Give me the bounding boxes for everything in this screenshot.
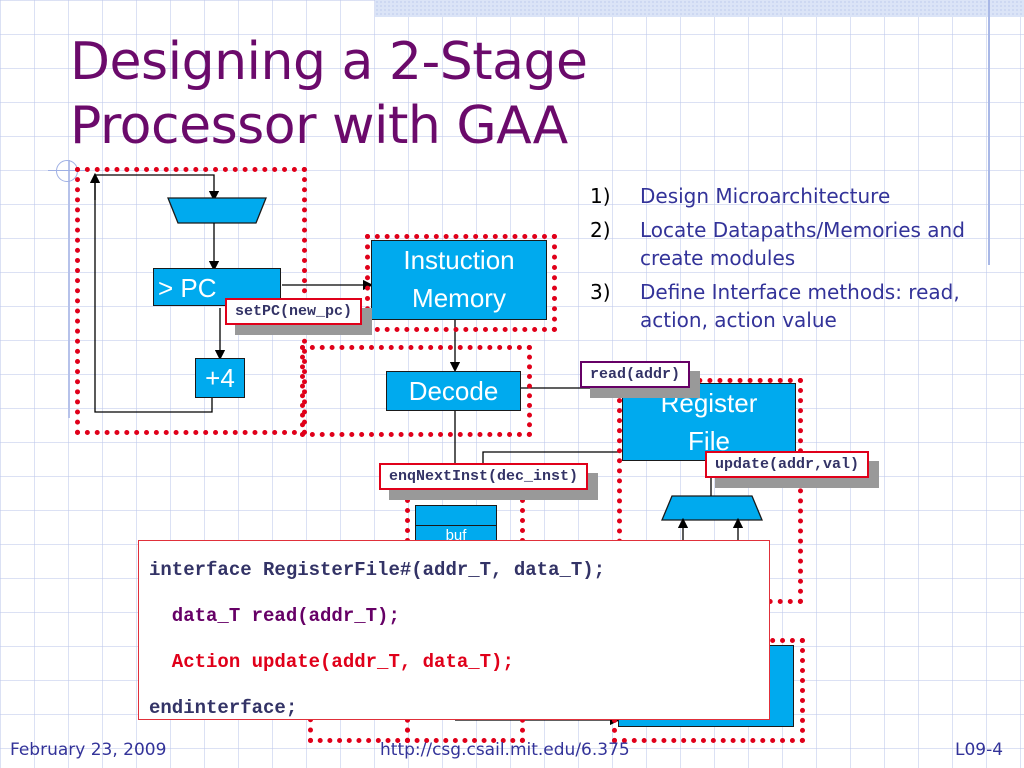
step-number: 3) <box>590 280 611 304</box>
method-update: update(addr,val) <box>705 451 870 478</box>
method-enq-next-inst: enqNextInst(dec_inst) <box>379 463 589 490</box>
method-enq-text: enqNextInst(dec_inst) <box>389 468 579 485</box>
step-item: 2) Locate Datapaths/Memories and create … <box>590 216 1010 272</box>
plus4-label: +4 <box>205 363 235 393</box>
footer-slide-id: L09-4 <box>955 740 1004 760</box>
wire-pc-loop <box>94 174 220 413</box>
module-decode <box>300 345 532 437</box>
method-update-text: update(addr,val) <box>715 456 860 473</box>
right-guide-line <box>988 0 990 265</box>
plus4-block: +4 <box>195 358 245 398</box>
pc-block: > PC <box>153 268 281 306</box>
title-line-1: Designing a 2-Stage <box>70 32 588 92</box>
interface-code-box: interface RegisterFile#(addr_T, data_T);… <box>138 540 770 720</box>
buf-label: buf <box>445 527 467 544</box>
step-item: 3) Define Interface methods: read, actio… <box>590 278 1010 334</box>
writeback-mux <box>661 495 763 521</box>
step-number: 2) <box>590 218 611 242</box>
header-band <box>375 0 1024 17</box>
code-line-interface: interface RegisterFile#(addr_T, data_T); <box>149 559 606 581</box>
title-line-2: Processor with GAA <box>70 96 568 156</box>
imem-label-1: Instuction <box>403 245 515 275</box>
footer-date: February 23, 2009 <box>10 740 167 760</box>
module-imem <box>365 234 557 332</box>
decode-label: Decode <box>408 376 499 406</box>
footer-url[interactable]: http://csg.csail.mit.edu/6.375 <box>380 740 630 760</box>
step-text: Define Interface methods: read, action, … <box>640 280 960 332</box>
code-line-read: data_T read(addr_T); <box>149 605 400 627</box>
regfile-label-1: Register <box>660 388 758 418</box>
register-file-block: Register File <box>622 383 796 461</box>
imem-label-2: Memory <box>412 283 506 313</box>
code-line-update: Action update(addr_T, data_T); <box>149 651 514 673</box>
decode-block: Decode <box>386 371 521 411</box>
step-item: 1) Design Microarchitecture <box>590 182 1010 210</box>
buf-top-block <box>415 505 497 527</box>
method-read: read(addr) <box>580 361 691 388</box>
method-read-text: read(addr) <box>590 366 681 383</box>
pc-label: > PC <box>158 273 217 303</box>
steps-list: 1) Design Microarchitecture 2) Locate Da… <box>590 182 1010 340</box>
code-line-end: endinterface; <box>149 697 298 719</box>
step-number: 1) <box>590 184 611 208</box>
slide-title: Designing a 2-Stage Processor with GAA <box>70 30 588 158</box>
method-set-pc: setPC(new_pc) <box>225 298 363 325</box>
method-set-pc-text: setPC(new_pc) <box>235 303 353 320</box>
pc-mux <box>167 197 267 224</box>
instruction-memory-block: Instuction Memory <box>371 240 547 320</box>
left-guide-line <box>68 160 70 418</box>
step-text: Design Microarchitecture <box>640 184 891 208</box>
step-text: Locate Datapaths/Memories and create mod… <box>640 218 965 270</box>
